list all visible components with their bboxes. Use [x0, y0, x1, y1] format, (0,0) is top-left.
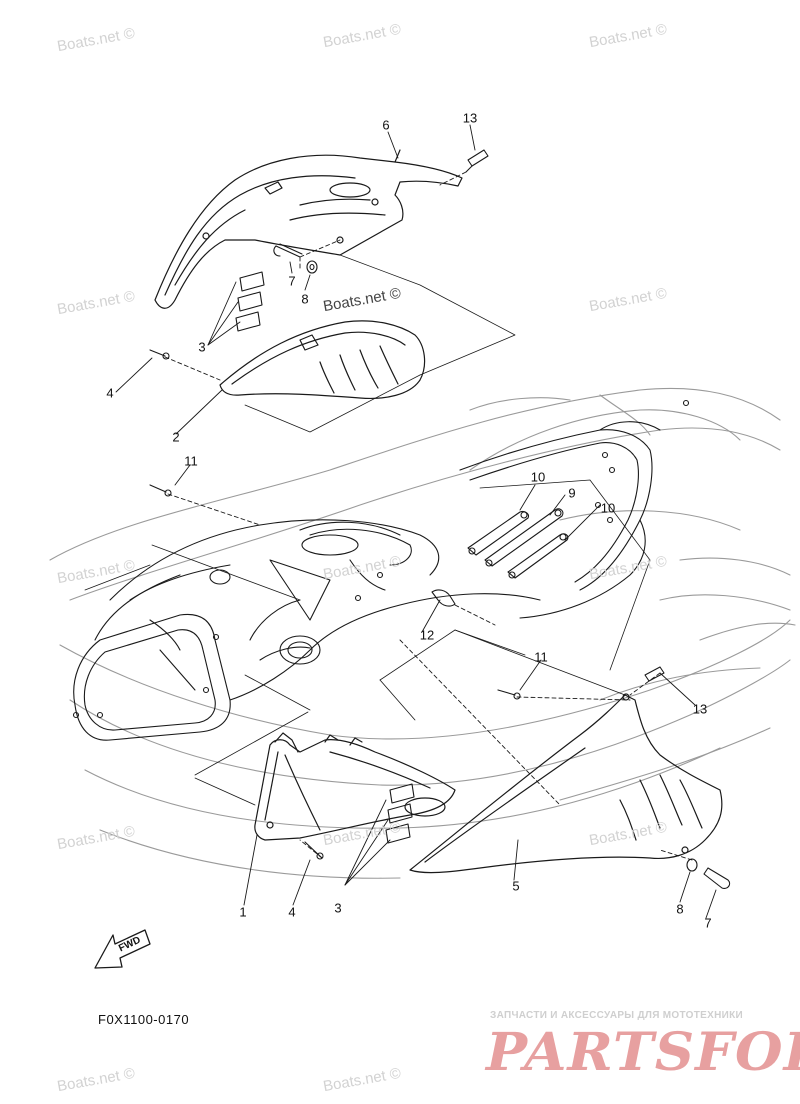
part-6-rear-cover: [154, 149, 463, 309]
callout-7: 7: [704, 915, 712, 931]
leader-lines: [115, 124, 717, 919]
callout-10: 10: [600, 500, 616, 516]
banner-tagline: ЗАПЧАСТИ И АКСЕССУАРЫ ДЛЯ МОТОТЕХНИКИ: [490, 1010, 743, 1021]
callout-8: 8: [676, 901, 684, 917]
part-5-side-cover: [409, 693, 723, 874]
callout-4: 4: [106, 385, 114, 401]
callout-5: 5: [512, 878, 520, 894]
callout-13: 13: [692, 701, 708, 717]
callout-11: 11: [534, 649, 548, 665]
callout-10: 10: [530, 469, 546, 485]
hardware: [149, 149, 731, 889]
callout-13: 13: [462, 110, 478, 126]
callout-4: 4: [288, 904, 296, 920]
fwd-arrow-icon: [94, 929, 151, 969]
part-2-middle-cover: [219, 320, 426, 400]
assembly-guides: [164, 171, 693, 861]
hull-center-section: [72, 399, 690, 741]
callout-8: 8: [301, 291, 309, 307]
callout-1: 1: [239, 904, 247, 920]
callout-9: 9: [568, 485, 576, 501]
part-1-side-cover: [254, 732, 456, 841]
callout-7: 7: [288, 273, 296, 289]
callout-3: 3: [198, 339, 206, 355]
callout-2: 2: [172, 429, 180, 445]
banner-logo: PARTSFOR.RU: [486, 1022, 800, 1083]
callout-6: 6: [382, 117, 390, 133]
callout-11: 11: [184, 453, 198, 469]
callout-12: 12: [419, 627, 435, 643]
callout-3: 3: [334, 900, 342, 916]
part-3-pads: [235, 271, 415, 844]
figure-code: F0X1100-0170: [98, 1012, 190, 1027]
reference-planes: [84, 254, 651, 806]
